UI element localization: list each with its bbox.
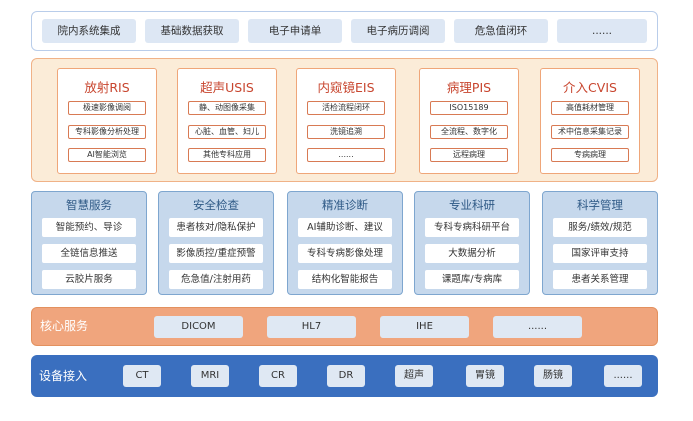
integration-item[interactable]: ...... [557,19,647,43]
subsystem-feature[interactable]: 高值耗材管理 [551,101,629,115]
service-item[interactable]: 全链信息推送 [42,244,136,263]
subsystem-card-eis[interactable]: 内窥镜EIS 活检流程闭环 洗镜追溯 ...... [296,68,396,174]
subsystem-feature[interactable]: 术中信息采集记录 [551,125,629,139]
service-column-management: 科学管理 服务/绩效/规范 国家评审支持 患者关系管理 [542,191,658,295]
core-services-layer: 核心服务 DICOM HL7 IHE ...... [31,307,658,346]
service-title: 专业科研 [449,198,495,212]
service-column-diagnosis: 精准诊断 AI辅助诊断、建议 专科专病影像处理 结构化智能报告 [287,191,403,295]
subsystem-feature[interactable]: 活检流程闭环 [307,101,385,115]
service-title: 精准诊断 [322,198,368,212]
device-item[interactable]: DR [327,365,365,387]
device-item[interactable]: CT [123,365,161,387]
subsystem-title: 超声USIS [200,80,254,95]
subsystem-card-cvis[interactable]: 介入CVIS 高值耗材管理 术中信息采集记录 专病病理 [540,68,640,174]
device-access-label: 设备接入 [39,369,88,383]
subsystem-card-pis[interactable]: 病理PIS ISO15189 全流程、数字化 远程病理 [419,68,519,174]
subsystem-feature[interactable]: AI智能浏览 [68,148,146,162]
service-title: 安全检查 [193,198,239,212]
service-item[interactable]: 国家评审支持 [553,244,647,263]
service-title: 智慧服务 [66,198,112,212]
device-item[interactable]: 超声 [395,365,433,387]
device-item[interactable]: ...... [604,365,642,387]
device-item[interactable]: CR [259,365,297,387]
subsystem-feature[interactable]: ...... [307,148,385,162]
subsystem-feature[interactable]: 专病病理 [551,148,629,162]
integration-item[interactable]: 基础数据获取 [145,19,239,43]
subsystem-title: 病理PIS [446,80,492,95]
device-item[interactable]: MRI [191,365,229,387]
core-service-item[interactable]: ...... [493,316,582,338]
subsystem-feature[interactable]: 专科影像分析处理 [68,125,146,139]
subsystem-title: 介入CVIS [563,80,617,95]
service-item[interactable]: 课题库/专病库 [425,270,519,289]
subsystems-layer: 放射RIS 极速影像调阅 专科影像分析处理 AI智能浏览 超声USIS 静、动图… [31,58,658,182]
subsystem-feature[interactable]: ISO15189 [430,101,508,115]
integration-item[interactable]: 院内系统集成 [42,19,136,43]
core-services-label: 核心服务 [40,319,89,333]
subsystem-feature[interactable]: 极速影像调阅 [68,101,146,115]
device-access-layer: 设备接入 CT MRI CR DR 超声 胃镜 肠镜 ...... [31,355,658,397]
core-service-item[interactable]: DICOM [154,316,243,338]
core-service-item[interactable]: IHE [380,316,469,338]
service-item[interactable]: AI辅助诊断、建议 [298,218,392,237]
subsystem-feature[interactable]: 其他专科应用 [188,148,266,162]
integration-item[interactable]: 危急值闭环 [454,19,548,43]
service-item[interactable]: 大数据分析 [425,244,519,263]
subsystem-feature[interactable]: 静、动图像采集 [188,101,266,115]
integration-item[interactable]: 电子病历调阅 [351,19,445,43]
service-column-safety: 安全检查 患者核对/隐私保护 影像质控/重症预警 危急值/注射用药 [158,191,274,295]
subsystem-card-usis[interactable]: 超声USIS 静、动图像采集 心脏、血管、妇儿 其他专科应用 [177,68,277,174]
device-item[interactable]: 胃镜 [466,365,504,387]
core-service-item[interactable]: HL7 [267,316,356,338]
subsystem-feature[interactable]: 心脏、血管、妇儿 [188,125,266,139]
device-item[interactable]: 肠镜 [534,365,572,387]
service-item[interactable]: 云胶片服务 [42,270,136,289]
subsystem-card-ris[interactable]: 放射RIS 极速影像调阅 专科影像分析处理 AI智能浏览 [57,68,157,174]
service-item[interactable]: 患者核对/隐私保护 [169,218,263,237]
service-title: 科学管理 [577,198,623,212]
service-item[interactable]: 危急值/注射用药 [169,270,263,289]
service-item[interactable]: 结构化智能报告 [298,270,392,289]
subsystem-feature[interactable]: 洗镜追溯 [307,125,385,139]
subsystem-feature[interactable]: 远程病理 [430,148,508,162]
integration-layer: 院内系统集成 基础数据获取 电子申请单 电子病历调阅 危急值闭环 ...... [31,11,658,51]
integration-item[interactable]: 电子申请单 [248,19,342,43]
service-column-research: 专业科研 专科专病科研平台 大数据分析 课题库/专病库 [414,191,530,295]
service-item[interactable]: 影像质控/重症预警 [169,244,263,263]
subsystem-feature[interactable]: 全流程、数字化 [430,125,508,139]
service-item[interactable]: 专科专病科研平台 [425,218,519,237]
subsystem-title: 放射RIS [84,80,130,95]
service-item[interactable]: 智能预约、导诊 [42,218,136,237]
service-item[interactable]: 专科专病影像处理 [298,244,392,263]
subsystem-title: 内窥镜EIS [317,80,375,95]
service-item[interactable]: 患者关系管理 [553,270,647,289]
service-item[interactable]: 服务/绩效/规范 [553,218,647,237]
service-column-smart: 智慧服务 智能预约、导诊 全链信息推送 云胶片服务 [31,191,147,295]
